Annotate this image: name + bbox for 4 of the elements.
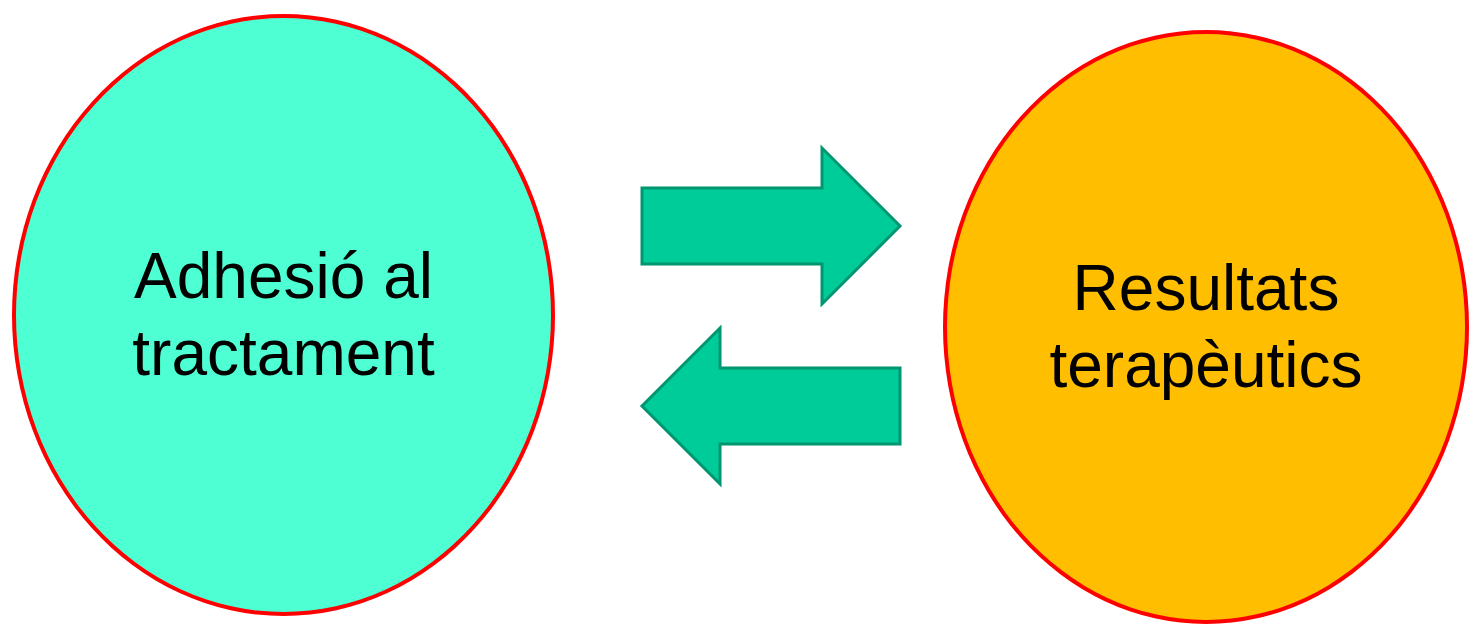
block-arrow — [640, 144, 903, 308]
block-arrow — [639, 324, 902, 488]
node-label: Adhesió al tractament — [131, 239, 436, 391]
node-label: Resultats terapèutics — [1048, 251, 1364, 403]
